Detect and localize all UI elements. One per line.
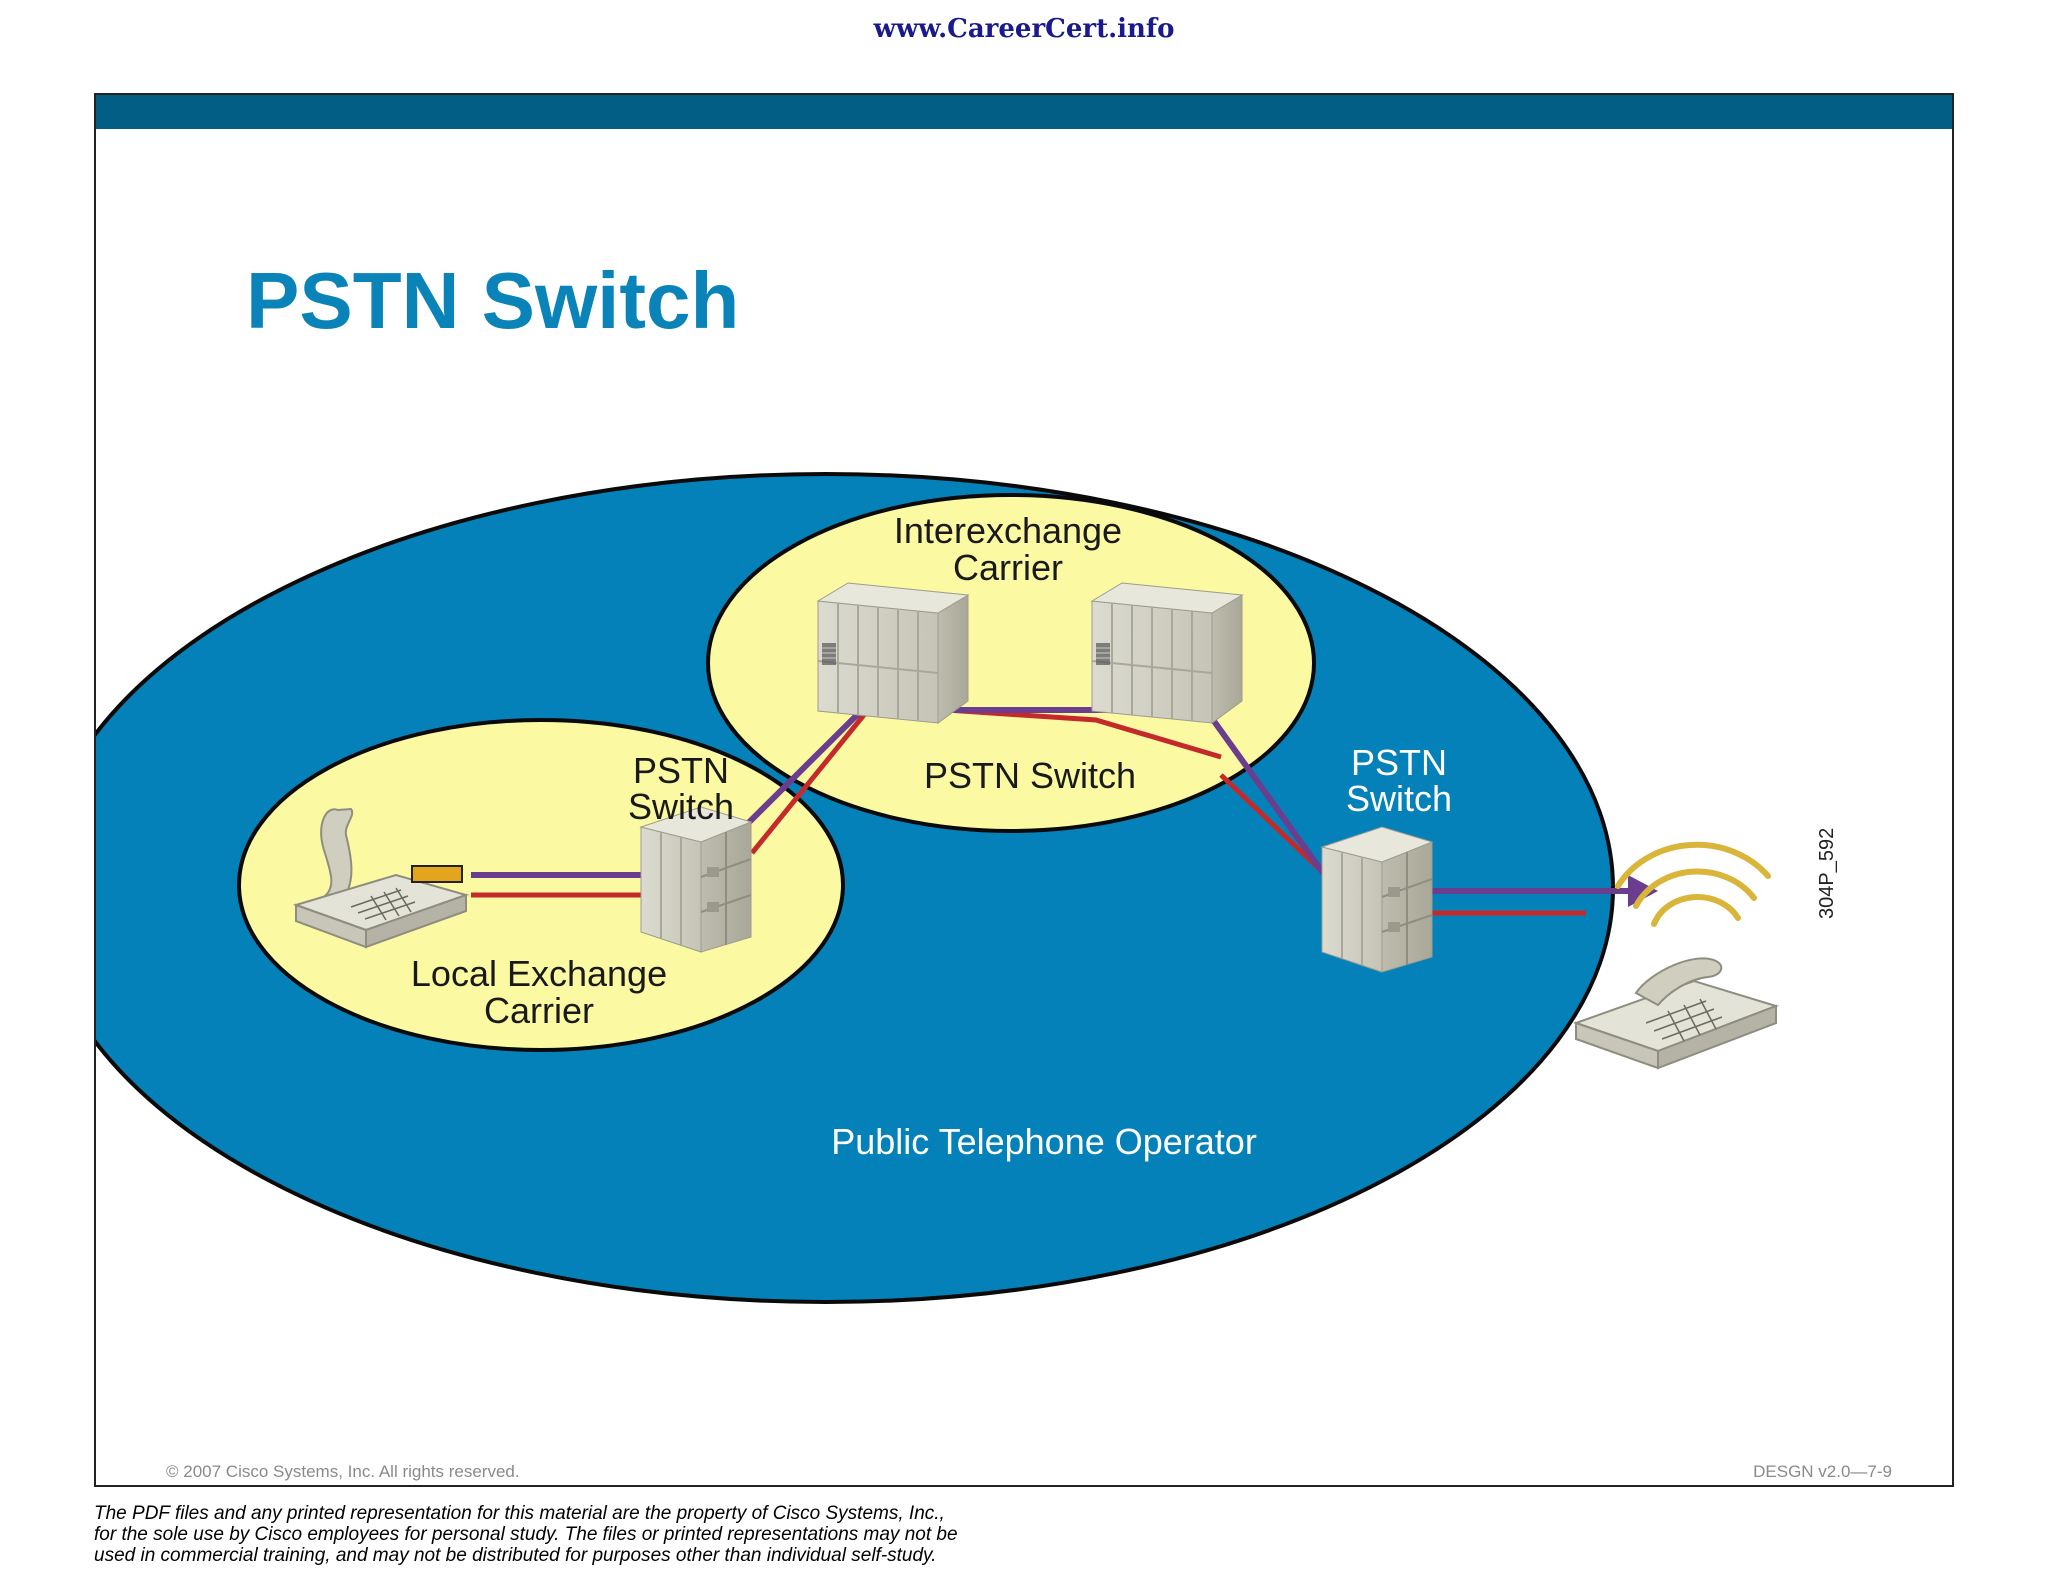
- disclaimer-line: used in commercial training, and may not…: [94, 1545, 937, 1566]
- disclaimer-line: for the sole use by Cisco employees for …: [94, 1524, 958, 1545]
- figure-id: 304P_592: [1816, 828, 1838, 919]
- interexchange-switch-label: PSTN Switch: [924, 755, 1136, 796]
- pstn-switch-icon: [640, 806, 752, 953]
- course-code: DESGN v2.0—7-9: [1753, 1462, 1892, 1481]
- public-telephone-operator-label: Public Telephone Operator: [831, 1121, 1257, 1162]
- interexchange-carrier-region: [706, 493, 1316, 833]
- ringing-phone-icon: [1572, 841, 1780, 1070]
- phone-off-hook-icon: [292, 807, 470, 949]
- remote-switch-label-line1: PSTN: [1351, 742, 1447, 783]
- call-path-arrowhead: [1628, 875, 1658, 907]
- slide: PSTN Switch: [94, 93, 1954, 1487]
- slide-title: PSTN Switch: [246, 256, 740, 345]
- local-exchange-label-line2: Carrier: [484, 990, 594, 1031]
- local-switch-label-line2: Switch: [628, 786, 734, 827]
- slide-header-bar: [96, 95, 1952, 129]
- disclaimer-line: The PDF files and any printed representa…: [94, 1503, 945, 1524]
- pstn-switch-icon: [817, 582, 969, 724]
- pstn-switch-icon: [1321, 826, 1433, 973]
- site-url[interactable]: www.CareerCert.info: [873, 14, 1175, 44]
- pstn-switch-icon: [1091, 582, 1243, 724]
- remote-switch-label-line2: Switch: [1346, 778, 1452, 819]
- local-switch-label-line1: PSTN: [633, 750, 729, 791]
- local-exchange-label-line1: Local Exchange: [411, 953, 667, 994]
- interexchange-label-line1: Interexchange: [894, 510, 1122, 551]
- interexchange-label-line2: Carrier: [953, 547, 1063, 588]
- disclaimer: The PDF files and any printed representa…: [94, 1503, 1094, 1566]
- local-exchange-carrier-region: [237, 718, 845, 1052]
- copyright: © 2007 Cisco Systems, Inc. All rights re…: [166, 1462, 520, 1481]
- pstn-diagram: Interexchange Carrier PSTN Switch PSTN S…: [96, 472, 1838, 1304]
